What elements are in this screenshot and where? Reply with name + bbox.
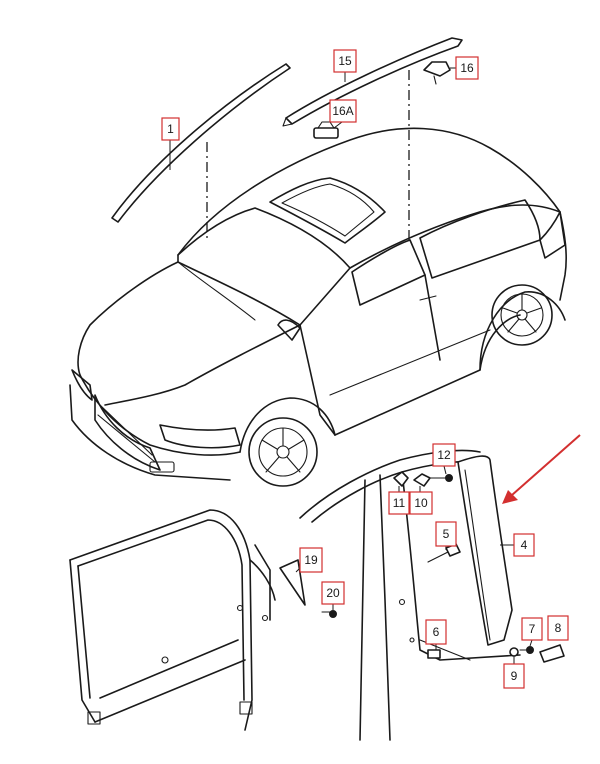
callout-10: 10 — [409, 491, 433, 515]
part-16a-clip — [313, 121, 339, 139]
car-illustration — [69, 127, 567, 487]
part-6-stud — [427, 649, 441, 659]
part-9-washer — [509, 647, 519, 657]
part-12-screw — [429, 474, 453, 482]
callout-12: 12 — [432, 443, 456, 467]
callout-1: 1 — [161, 117, 180, 141]
callout-11: 11 — [388, 491, 410, 515]
callout-6: 6 — [425, 619, 447, 645]
svg-text:16: 16 — [460, 61, 474, 75]
part-16-clip — [423, 61, 451, 85]
door-frame-illustration — [69, 509, 276, 731]
part-8-cap — [539, 644, 565, 663]
part-5-fastener — [427, 543, 461, 563]
callout-16a: 16A — [329, 99, 357, 123]
svg-text:10: 10 — [414, 496, 428, 510]
svg-text:8: 8 — [555, 621, 562, 635]
callout-8: 8 — [547, 615, 569, 641]
svg-text:20: 20 — [326, 586, 340, 600]
part-10-clip — [413, 473, 431, 487]
part-19-cover — [279, 559, 306, 606]
svg-text:19: 19 — [304, 553, 318, 567]
indicator-arrow — [502, 434, 581, 504]
svg-text:9: 9 — [511, 669, 518, 683]
svg-text:7: 7 — [529, 622, 536, 636]
part-4-pillar-trim — [457, 455, 513, 646]
svg-text:15: 15 — [338, 54, 352, 68]
callout-15: 15 — [333, 49, 357, 73]
pillar-illustration — [299, 449, 521, 741]
svg-text:12: 12 — [437, 448, 451, 462]
part-11-clip — [393, 471, 409, 487]
svg-text:6: 6 — [433, 625, 440, 639]
svg-text:5: 5 — [443, 527, 450, 541]
part-20-screw — [321, 610, 337, 618]
callout-20: 20 — [321, 581, 345, 605]
callout-4: 4 — [513, 533, 535, 557]
svg-text:1: 1 — [167, 122, 174, 136]
callout-9: 9 — [503, 663, 525, 689]
leader-12 — [443, 465, 447, 475]
callout-16: 16 — [455, 56, 479, 80]
leader-7 — [529, 639, 533, 647]
svg-text:11: 11 — [393, 496, 406, 510]
leader-19 — [295, 567, 301, 573]
callout-7: 7 — [521, 617, 543, 641]
callout-19: 19 — [299, 547, 323, 573]
svg-text:16A: 16A — [332, 104, 353, 118]
part-7-screw — [519, 646, 534, 654]
callout-5: 5 — [435, 521, 457, 547]
svg-text:4: 4 — [521, 538, 528, 552]
part-1-roof-molding — [111, 63, 291, 223]
leader-16a — [333, 121, 343, 129]
